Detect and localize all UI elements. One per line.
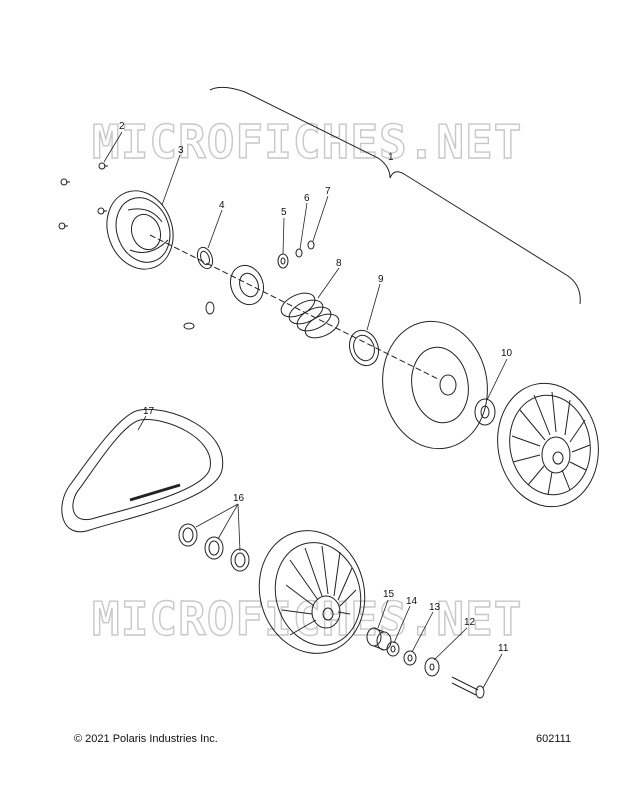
- sheave-disc: [382, 320, 488, 450]
- spider-housing: [106, 190, 174, 270]
- callout-9: 9: [378, 274, 384, 285]
- callout-7: 7: [325, 186, 331, 197]
- callout-6: 6: [304, 193, 310, 204]
- assembly-bracket: [209, 86, 581, 305]
- watermark-top: MICROFICHES.NET: [92, 115, 522, 169]
- callout-14: 14: [406, 596, 418, 607]
- shims-16: [178, 523, 250, 572]
- callout-1: 1: [388, 152, 394, 163]
- callout-2: 2: [119, 121, 125, 132]
- leader-lines: [103, 131, 508, 689]
- callout-10: 10: [501, 348, 513, 359]
- spring-8: [280, 292, 340, 339]
- callout-15: 15: [383, 589, 395, 600]
- drive-belt-17: [61, 408, 224, 533]
- cam-assembly: [183, 264, 265, 330]
- callout-12: 12: [464, 617, 476, 628]
- callout-8: 8: [336, 258, 342, 269]
- clutch-sheave-lower: [258, 530, 366, 654]
- clip-7: [307, 240, 315, 250]
- callout-11: 11: [498, 643, 509, 654]
- callout-3: 3: [178, 145, 184, 156]
- callout-4: 4: [219, 200, 225, 211]
- clutch-sheave-right: [497, 382, 599, 508]
- watermark-bottom: MICROFICHES.NET: [92, 592, 522, 646]
- callout-13: 13: [429, 602, 441, 613]
- callout-17: 17: [143, 406, 155, 417]
- washer-10: [474, 398, 496, 426]
- copyright-text: © 2021 Polaris Industries Inc.: [74, 733, 218, 745]
- bolt-hardware: [366, 627, 485, 699]
- callout-5: 5: [281, 207, 287, 218]
- bushing-5: [277, 253, 289, 269]
- document-number: 602111: [536, 733, 572, 745]
- washer-6: [295, 248, 303, 258]
- ring-9: [348, 329, 380, 367]
- bolt-group: [58, 162, 108, 230]
- callout-16: 16: [233, 493, 245, 504]
- ring-4: [196, 246, 214, 270]
